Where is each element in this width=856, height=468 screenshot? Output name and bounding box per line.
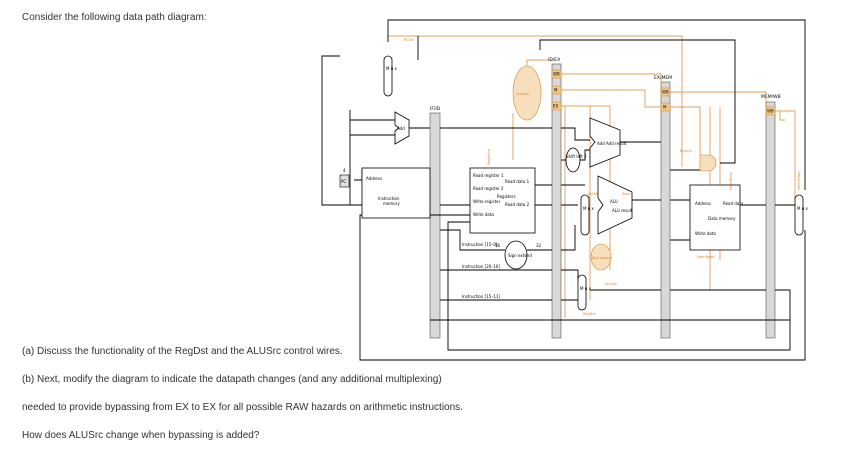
shift-left-2-label: Shift left 2 <box>566 154 587 159</box>
mem-wb-label: MEM/WB <box>761 94 781 100</box>
instr-15-11: Instruction [15–11] <box>462 294 500 299</box>
branch-adder-label: Add Add result <box>597 141 627 146</box>
branch-adder <box>589 117 621 168</box>
data-memory <box>689 184 741 251</box>
rf-read-data-2: Read data 2 <box>505 202 530 207</box>
idex-ex: EX <box>553 104 559 109</box>
id-ex-latch <box>551 63 562 339</box>
dm-read-data: Read data <box>723 201 744 206</box>
memwb-wb: WB <box>767 109 774 114</box>
rf-write-data: Write data <box>473 212 494 217</box>
alusrc-mux-label: M u x <box>583 206 595 211</box>
register-file <box>469 167 536 234</box>
memtoreg-label: MemtoReg <box>797 171 801 190</box>
alu <box>597 175 633 235</box>
rf-read-reg-1: Read register 1 <box>473 173 504 178</box>
instruction-memory <box>361 167 431 219</box>
question-b-line-3: How does ALUSrc change when bypassing is… <box>22 430 260 441</box>
alusrc-mux <box>580 194 590 236</box>
sign-extend <box>504 240 528 270</box>
rf-registers: Registers <box>497 194 516 199</box>
im-memory: memory <box>383 201 400 206</box>
exmem-m: M <box>663 105 667 110</box>
memwrite-label: MemWrite <box>729 172 733 190</box>
pc-label: PC <box>341 179 346 184</box>
zero-label: Zero <box>622 192 630 196</box>
bits-32: 32 <box>536 243 542 248</box>
ex-mem-latch <box>660 81 671 339</box>
sign-extend-label: Sign extend <box>508 253 532 258</box>
regdst-mux <box>577 274 587 311</box>
intro-text: Consider the following data path diagram… <box>22 12 207 23</box>
regwrite-label: RegWrite <box>487 149 491 165</box>
instr-20-16: Instruction [20–16] <box>462 264 500 269</box>
rf-read-data-1: Read data 1 <box>505 179 530 184</box>
exmem-wb: WB <box>662 90 669 95</box>
regdst-label: RegDst <box>583 312 596 316</box>
rf-write-reg: Write register <box>473 199 501 204</box>
pc-mux <box>383 55 393 97</box>
alusrc-label: ALUSrc <box>588 192 600 196</box>
idex-m: M <box>554 88 558 93</box>
instr-15-0: Instruction [15–0] <box>462 242 498 247</box>
pcsrc-label: PCSrc <box>404 38 414 42</box>
dm-write-data: Write data <box>695 231 716 236</box>
branch-and-gate <box>699 154 717 172</box>
pc-adder <box>394 111 410 145</box>
if-id-label: IF/ID <box>430 106 441 112</box>
rf-read-reg-2: Read register 2 <box>473 186 504 191</box>
im-instruction: Instruction <box>378 196 400 201</box>
question-b-line-1: (b) Next, modify the diagram to indicate… <box>22 374 442 385</box>
memread-label: MemRead <box>697 255 714 259</box>
mem-wb-latch <box>765 101 776 339</box>
const-4: 4 <box>343 168 346 173</box>
if-id-latch <box>429 112 441 339</box>
ex-mem-label: EX/MEM <box>654 75 672 81</box>
im-address: Address <box>366 176 382 181</box>
alu-label: ALU <box>610 199 618 204</box>
bits-16: 16 <box>495 243 501 248</box>
shift-left-2 <box>565 147 581 173</box>
pc-adder-label: Add <box>397 126 405 131</box>
alu-result-label: ALU result <box>612 208 633 213</box>
regdst-mux-label: M u x <box>580 286 592 291</box>
memtoreg-mux <box>794 194 804 236</box>
branch-label: Branch <box>680 149 692 153</box>
dm-address: Address <box>695 201 711 206</box>
question-a: (a) Discuss the functionality of the Reg… <box>22 346 343 357</box>
pc-register <box>339 174 350 188</box>
control-label: Control <box>516 92 529 96</box>
alu-control-label: ALU control <box>592 256 612 260</box>
idex-wb: WB <box>553 72 560 77</box>
pc-mux-label: M u x <box>386 66 398 71</box>
aluop-label: ALUOp <box>605 282 617 286</box>
dm-label: Data memory <box>708 216 736 221</box>
question-b-line-2: needed to provide bypassing from EX to E… <box>22 402 463 413</box>
wb-mux-label: M u x <box>797 206 809 211</box>
alu-control <box>590 243 612 271</box>
